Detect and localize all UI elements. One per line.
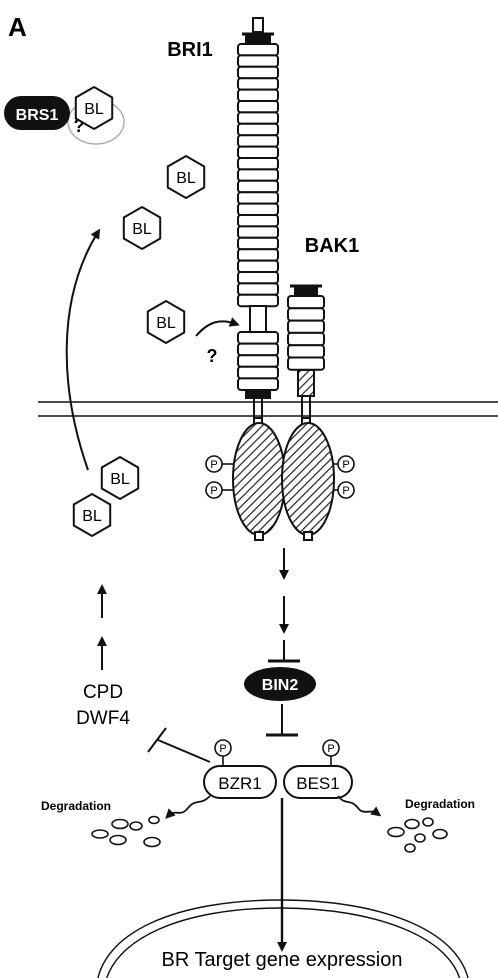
degradation-left-arrow [168, 796, 210, 816]
phospho-badge: P [206, 456, 233, 472]
lrr-segment [238, 332, 278, 344]
lrr-segment [238, 78, 278, 89]
signal-arrows [268, 548, 300, 661]
phospho-badge: P [206, 482, 233, 498]
lrr-segment [238, 158, 278, 169]
panel-label: A [8, 12, 27, 42]
bes1-node: P BES1 [284, 740, 352, 798]
lrr-segment [288, 321, 324, 333]
plasma-membrane [38, 402, 498, 416]
lrr-segment [238, 55, 278, 66]
lrr-segment [288, 296, 324, 308]
lrr-segment [238, 135, 278, 146]
bl-label: BL [82, 508, 102, 525]
bl-molecule: BL [102, 457, 138, 499]
lrr-segment [238, 147, 278, 158]
lrr-segment [238, 238, 278, 249]
dwf4-label: DWF4 [76, 708, 130, 729]
bl-molecule: BL [168, 156, 204, 198]
bl-label: BL [110, 471, 130, 488]
bl-label: BL [132, 221, 152, 238]
bl-molecule: BL [148, 301, 184, 343]
bzr1-node: P BZR1 [204, 740, 276, 798]
svg-text:P: P [342, 485, 349, 497]
svg-text:P: P [342, 459, 349, 471]
bl-binding-arrow [196, 321, 236, 336]
bin2-inhibition [266, 704, 298, 735]
svg-text:P: P [327, 743, 334, 755]
lrr-segment [238, 344, 278, 356]
bzr1-label: BZR1 [218, 774, 261, 793]
bl-transport-arrow [67, 232, 98, 470]
bl-ligands: BL BL BL BL BL BL [74, 87, 204, 536]
lrr-segment [238, 169, 278, 180]
degradation-right-arrow [338, 796, 378, 814]
lrr-segment [238, 112, 278, 123]
bin2-label: BIN2 [262, 677, 299, 694]
svg-text:P: P [219, 743, 226, 755]
lrr-segment [238, 90, 278, 101]
bl-label: BL [84, 101, 104, 118]
bes1-label: BES1 [296, 774, 339, 793]
degradation-left-label: Degradation [41, 799, 111, 813]
lrr-segment [238, 124, 278, 135]
lrr-segment [288, 358, 324, 370]
bri1-kinase-domain [233, 423, 285, 535]
lrr-segment [238, 272, 278, 283]
bak1-kinase-domain [282, 423, 334, 535]
lrr-segment [238, 67, 278, 78]
lrr-segment [238, 261, 278, 272]
degradation-right-fragments [388, 818, 447, 852]
bri1-lrr-stack [238, 44, 278, 306]
lrr-segment [238, 101, 278, 112]
lrr-segment [238, 192, 278, 203]
bl-molecule: BL [76, 87, 112, 129]
lrr-segment [238, 378, 278, 390]
lrr-segment [288, 308, 324, 320]
phospho-badge: P [334, 482, 354, 498]
lrr-segment [238, 295, 278, 306]
bzr1-inhibits-biosynthesis [148, 728, 210, 762]
lrr-segment [238, 204, 278, 215]
lrr-segment [238, 249, 278, 260]
bl-label: BL [176, 170, 196, 187]
bri1-receptor [238, 18, 278, 418]
bin2-node: BIN2 [244, 667, 316, 701]
lrr-segment [238, 283, 278, 294]
lrr-segment [238, 44, 278, 55]
svg-text:P: P [210, 485, 217, 497]
lrr-segment [288, 333, 324, 345]
lrr-segment [238, 367, 278, 379]
lrr-segment [238, 355, 278, 367]
degradation-right-label: Degradation [405, 797, 475, 811]
bl-label: BL [156, 315, 176, 332]
brs1-label: BRS1 [16, 107, 59, 124]
lrr-segment [238, 215, 278, 226]
bl-molecule: BL [74, 494, 110, 536]
lrr-segment [288, 345, 324, 357]
phospho-badge: P [334, 456, 354, 472]
binding-unknown-mark: ? [207, 346, 218, 366]
cpd-label: CPD [83, 682, 123, 703]
lrr-segment [238, 226, 278, 237]
bl-molecule: BL [124, 207, 160, 249]
bak1-label: BAK1 [305, 235, 359, 257]
bak1-receptor [288, 286, 324, 418]
kinase-domains [233, 418, 334, 540]
target-gene-expression-label: BR Target gene expression [162, 949, 403, 971]
svg-text:P: P [210, 459, 217, 471]
lrr-segment [238, 181, 278, 192]
degradation-left-fragments [92, 817, 160, 847]
bri1-label: BRI1 [167, 39, 213, 61]
